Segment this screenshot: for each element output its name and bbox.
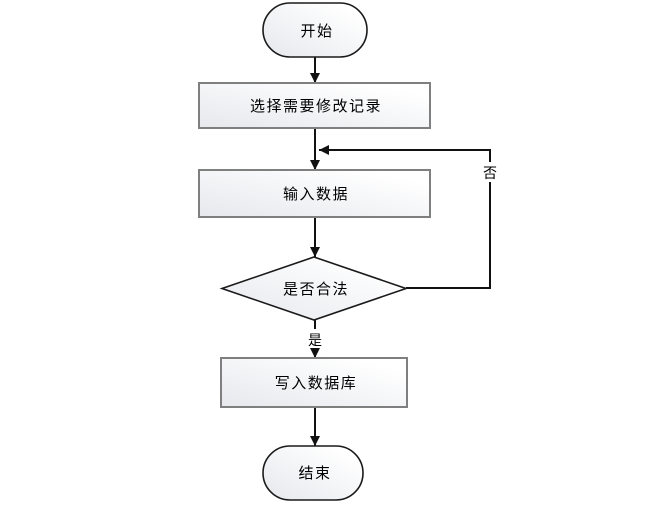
decision-node [219,256,409,321]
select-record-node [198,82,431,129]
start-node-label: 开始 [300,23,333,40]
select-record-node-label: 选择需要修改记录 [250,98,382,115]
no-label-background [480,162,500,182]
end-node [262,445,364,501]
input-data-node-label: 输入数据 [283,186,349,203]
yes-edge-label: 是 [308,332,322,348]
input-data-node [198,169,431,218]
yes-label-background [305,329,325,348]
end-node-label: 结束 [298,465,331,482]
edge-decision-no-loop [319,145,491,289]
no-edge-label: 否 [483,165,497,181]
write-db-node [220,357,408,408]
write-db-node-label: 写入数据库 [275,375,358,392]
start-node [262,2,368,58]
decision-node-label: 是否合法 [283,281,349,298]
